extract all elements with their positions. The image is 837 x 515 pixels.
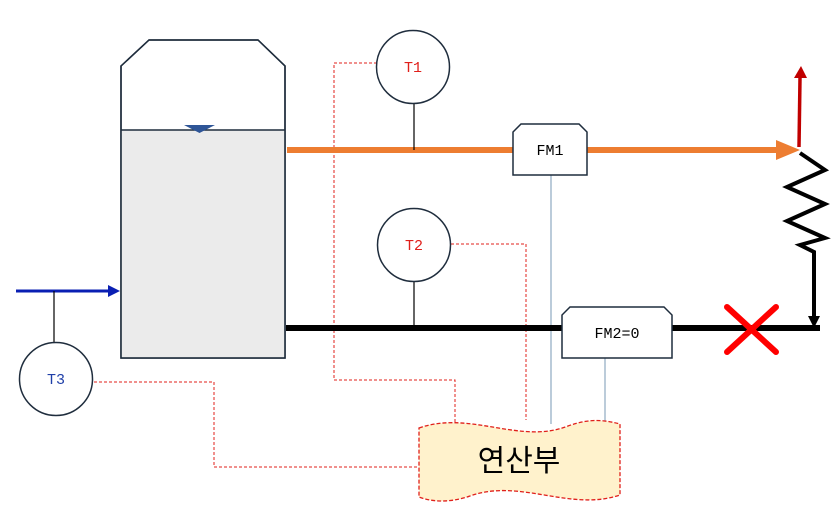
tank-outline [120, 39, 286, 359]
coil-return-arrowhead [808, 316, 820, 328]
signal-line-t3 [94, 381, 420, 468]
signal-line-t2 [451, 243, 527, 420]
tank [120, 39, 286, 359]
signal-lines [94, 62, 527, 468]
processor-shape [418, 419, 621, 502]
temperature-sensor-t2[interactable]: T2 [376, 207, 452, 283]
flowmeter-fm1[interactable]: FM1 [512, 123, 588, 176]
signal-line-t1 [333, 62, 456, 438]
t1-label: T1 [404, 60, 422, 77]
up-arrow-icon [794, 66, 807, 78]
t2-label: T2 [405, 238, 423, 255]
processor-label: 연산부 [478, 444, 561, 479]
fm2-label: FM2=0 [594, 326, 639, 343]
up-arrow-shaft [797, 77, 802, 148]
flowmeter-fm2[interactable]: FM2=0 [561, 306, 673, 359]
tank-liquid [121, 130, 285, 358]
temperature-sensor-t3[interactable]: T3 [18, 341, 94, 417]
fm1-label: FM1 [536, 143, 563, 160]
hot-water-arrowhead [776, 140, 800, 160]
temperature-sensor-t1[interactable]: T1 [375, 29, 451, 105]
instrument-stems [53, 104, 415, 343]
blocked-x-icon [724, 304, 779, 355]
t3-label: T3 [47, 372, 65, 389]
flowmeter-signal-lines [550, 175, 606, 424]
processor-unit[interactable]: 연산부 [418, 419, 621, 502]
inlet-arrow-icon [108, 285, 120, 297]
level-indicator-icon [184, 125, 215, 133]
coil-icon [782, 151, 831, 318]
